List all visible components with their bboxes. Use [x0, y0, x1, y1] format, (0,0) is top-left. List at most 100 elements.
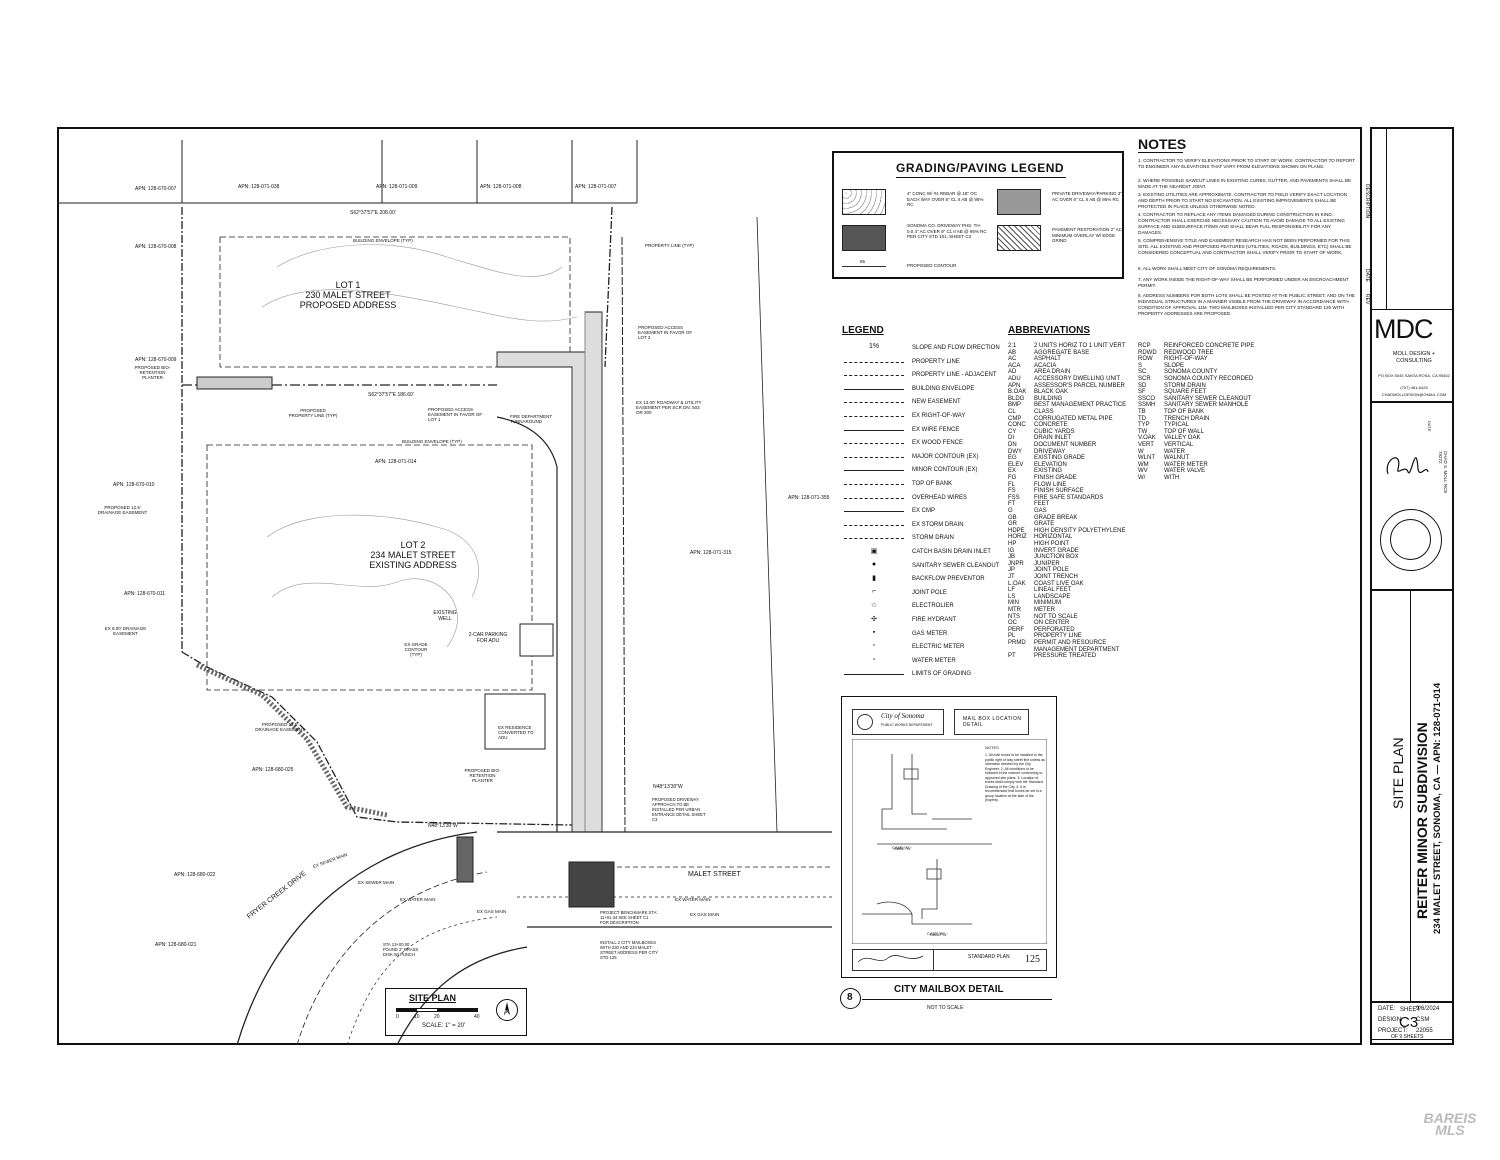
- legend-line-symbol: [844, 416, 904, 417]
- abbreviation-value: AGGREGATE BASE: [1034, 349, 1090, 356]
- legend-symbol: [844, 520, 904, 530]
- scale-tick: 0: [396, 1014, 399, 1020]
- legend-line-symbol: [844, 361, 904, 363]
- detail-number-circle: 8: [840, 988, 861, 1009]
- legend-item: NEW EASEMENT: [842, 397, 1002, 409]
- legend-label: SLOPE AND FLOW DIRECTION: [912, 345, 1000, 351]
- legend-symbol: [844, 411, 904, 421]
- lot2-label: LOT 2 234 MALET STREET EXISTING ADDRESS: [355, 540, 471, 570]
- abbreviation-value: PRESSURE TREATED: [1034, 653, 1097, 660]
- legend-label: WATER METER: [912, 657, 956, 664]
- abbreviation-value: SANITARY SEWER CLEANOUT: [1164, 395, 1252, 402]
- note-item: 5. COMPREHENSIVE TITLE AND EASEMENT RESE…: [1138, 238, 1352, 255]
- ex-gas-label: EX GAS MAIN: [477, 909, 507, 914]
- apn-label: APN: 128-071-315: [690, 550, 732, 556]
- rev-header: REV: [1364, 294, 1370, 305]
- legend-label: NEW EASEMENT: [912, 399, 961, 406]
- abbreviation-value: LANDSCAPE: [1034, 593, 1071, 600]
- roadway-easement-label: EX 13.00' ROADWAY & UTILITY EASEMENT PER…: [636, 400, 702, 415]
- legend-item: ▣CATCH BASIN DRAIN INLET: [842, 547, 1002, 559]
- title-block-row-value: CSM: [1416, 1017, 1430, 1023]
- driveway-parking-legend-text: PRIVATE DRIVEWAY/PARKING 3" AC OVER 6" C…: [1052, 191, 1122, 202]
- standard-plan-box: STANDARD PLAN 125: [852, 949, 1047, 971]
- legend-symbol: [844, 533, 904, 543]
- not-to-scale-label: NOT TO SCALE: [927, 1005, 964, 1011]
- abbreviation-key: SCR: [1138, 376, 1151, 382]
- abbreviation-key: SD: [1138, 382, 1147, 389]
- legend-label: MAJOR CONTOUR (EX): [912, 453, 979, 460]
- abbreviation-value: ACACIA: [1034, 362, 1057, 369]
- legend-label: STORM DRAIN: [912, 535, 954, 542]
- legend-item: LIMITS OF GRADING: [842, 669, 1002, 681]
- note-item: 1. CONTRACTOR TO VERIFY ELEVATIONS PRIOR…: [1138, 158, 1356, 169]
- scale-tick: 40: [474, 1014, 480, 1020]
- abbreviation-row: W/WITH: [1138, 475, 1268, 482]
- abbreviation-value: EXISTING: [1034, 468, 1063, 475]
- title-block: DESCRIPTION DATE REV MDC MOLL DESIGN + C…: [1364, 127, 1454, 1045]
- scale-text: SCALE: 1" = 20': [422, 1023, 466, 1029]
- legend-line-symbol: [844, 443, 904, 445]
- legend-item: ●SANITARY SEWER CLEANOUT: [842, 561, 1002, 573]
- abbreviation-value: TRENCH DRAIN: [1164, 415, 1210, 422]
- svg-text:CASE "B": CASE "B": [927, 931, 945, 936]
- legend-line-symbol: [844, 456, 904, 458]
- caption-underline: [862, 999, 1052, 1000]
- legend-label: PROPERTY LINE: [912, 358, 960, 365]
- building-envelope-label: BUILDING ENVELOPE (TYP): [402, 439, 462, 444]
- mailbox-notes: 1. All mail boxes to be installed to the…: [985, 753, 1045, 802]
- bioretention-label: PROPOSED BIO-RETENTION PLANTER: [134, 365, 171, 380]
- title-block-row-label: PROJECT:: [1378, 1028, 1408, 1034]
- abbreviation-key: WM: [1138, 461, 1149, 468]
- title-block-row-label: DATE:: [1378, 1006, 1396, 1012]
- scale-tick: 20: [434, 1014, 440, 1020]
- note-item: 6. ALL WORK SHALL MEET CITY OF SONOMA RE…: [1138, 266, 1277, 271]
- legend-symbol: [844, 465, 904, 475]
- legend-item: TOP OF BANK: [842, 479, 1002, 491]
- adu-parking-label: 2-CAR PARKING FOR ADU: [468, 632, 508, 644]
- sheet-title: SITE PLAN: [1390, 737, 1406, 809]
- detail-number: 8: [847, 992, 853, 1003]
- abbreviation-value: FEET: [1034, 501, 1050, 508]
- abbreviation-key: AC: [1008, 356, 1017, 363]
- note-item: 4. CONTRACTOR TO REPLACE ANY ITEMS DAMAG…: [1138, 212, 1345, 235]
- standard-plan-label: STANDARD PLAN: [968, 954, 1010, 960]
- site-plan-title-box: SITE PLAN 0 10 20 40 SCALE: 1" = 20' N: [385, 988, 527, 1036]
- abbreviation-value: CORRUGATED METAL PIPE: [1034, 415, 1113, 422]
- legend-symbol: [844, 357, 904, 367]
- abbreviation-value: REINFORCED CONCRETE PIPE: [1164, 343, 1255, 349]
- abbreviation-key: FL: [1008, 481, 1016, 488]
- abbreviation-value: 2 UNITS HORIZ TO 1 UNIT VERT: [1034, 343, 1126, 349]
- apn-label: APN: 128-071-007: [575, 184, 617, 190]
- apn-label: APN: 128-670-009: [135, 357, 177, 363]
- sheet-count: OF 9 SHEETS: [1391, 1034, 1424, 1040]
- legend-item: EX CMP: [842, 506, 1002, 518]
- abbreviation-value: JOINT POLE: [1034, 567, 1069, 574]
- mls-watermark: BAREIS MLS: [1423, 1110, 1477, 1138]
- apn-label: APN: 128-670-011: [124, 591, 166, 597]
- legend-item: EX WOOD FENCE: [842, 438, 1002, 450]
- revision-divider: [1386, 129, 1387, 309]
- svg-text:CASE "A": CASE "A": [892, 845, 910, 850]
- abbreviation-key: IG: [1008, 547, 1015, 554]
- pavement-restoration-swatch: [997, 225, 1041, 251]
- abbreviation-key: GB: [1008, 514, 1017, 521]
- abbreviation-value: TOP OF BANK: [1164, 409, 1205, 415]
- bioretention-label: PROPOSED BIO-RETENTION PLANTER: [464, 768, 501, 783]
- abbreviation-value: AREA DRAIN: [1034, 369, 1071, 376]
